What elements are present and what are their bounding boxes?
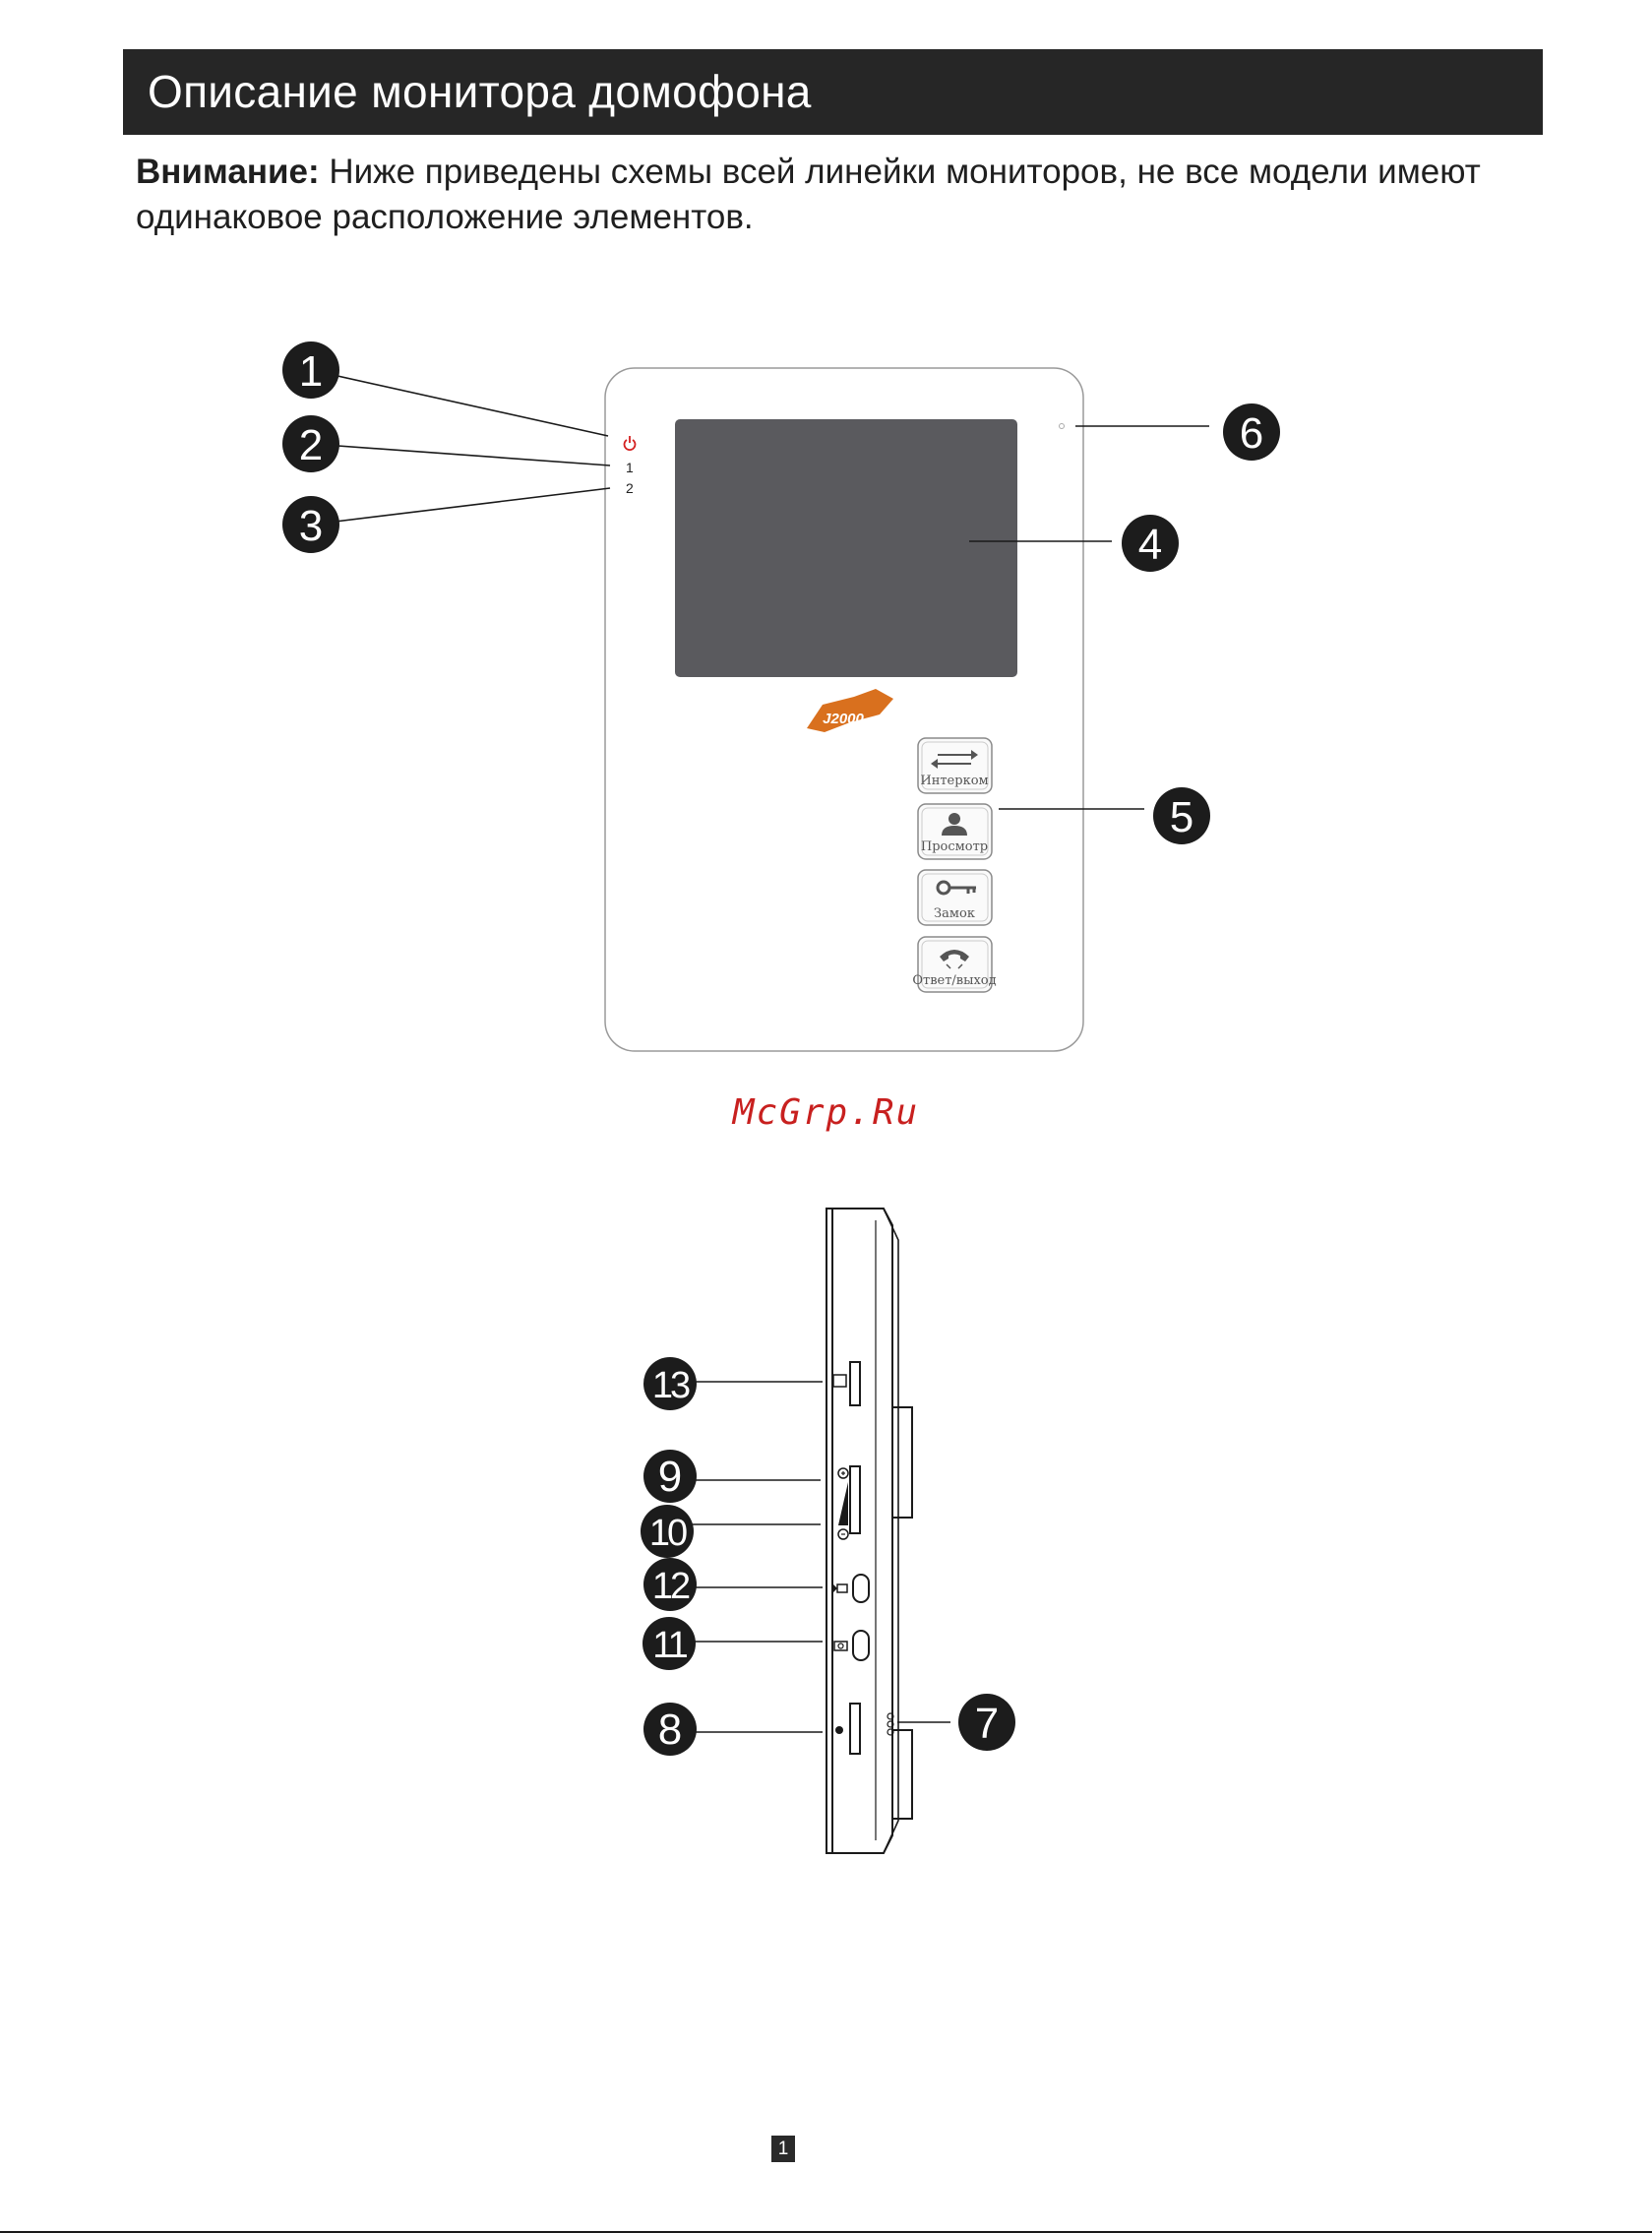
monitor-screen	[675, 419, 1017, 677]
minus-icon	[838, 1529, 848, 1539]
volume-control[interactable]	[838, 1466, 860, 1539]
button-view-label: Просмотр	[921, 839, 988, 854]
callout-7: 7	[958, 1694, 1015, 1751]
button-intercom-label: Интерком	[920, 774, 988, 788]
callout-3: 3	[282, 496, 339, 553]
callout-12: 12	[643, 1558, 697, 1611]
svg-text:2: 2	[299, 421, 323, 469]
svg-text:10: 10	[649, 1513, 687, 1554]
svg-text:11: 11	[652, 1625, 687, 1666]
plus-icon	[838, 1468, 848, 1478]
svg-text:8: 8	[658, 1706, 682, 1754]
camera-icon	[834, 1642, 847, 1650]
button-view[interactable]: Просмотр	[918, 804, 992, 859]
led-label-1: 1	[626, 460, 634, 475]
photo-button[interactable]	[834, 1631, 869, 1660]
button-answer-exit[interactable]: Ответ/выход	[912, 937, 996, 992]
callout-5: 5	[1153, 787, 1210, 844]
svg-text:5: 5	[1170, 793, 1193, 841]
callout-13: 13	[643, 1357, 697, 1410]
callout-6: 6	[1223, 403, 1280, 461]
callout-1: 1	[282, 341, 339, 399]
monitor-side-body	[826, 1209, 912, 1853]
svg-text:4: 4	[1138, 521, 1162, 569]
video-record-button[interactable]	[833, 1575, 869, 1602]
video-camera-icon	[833, 1584, 847, 1592]
brand-logo-text: J2000	[823, 711, 864, 727]
brightness-icon	[835, 1726, 843, 1734]
page-number: 1	[771, 2136, 795, 2162]
svg-text:7: 7	[975, 1700, 999, 1748]
callout-2: 2	[282, 415, 339, 472]
callout-4: 4	[1122, 515, 1179, 572]
button-lock-label: Замок	[934, 906, 975, 921]
callout-8: 8	[643, 1703, 697, 1756]
button-lock[interactable]: Замок	[918, 870, 992, 925]
button-answer-exit-label: Ответ/выход	[912, 973, 996, 988]
front-view-diagram: 1 2 J2000 Интерком Просмотр	[0, 0, 1652, 1083]
callout-11: 11	[642, 1617, 696, 1670]
button-intercom[interactable]: Интерком	[918, 738, 992, 793]
callout-10: 10	[641, 1505, 694, 1558]
watermark-text: McGrp.Ru	[0, 1092, 1652, 1133]
callout-9: 9	[643, 1450, 697, 1503]
svg-text:1: 1	[299, 347, 323, 396]
svg-text:13: 13	[652, 1365, 690, 1406]
volume-ramp-icon	[838, 1482, 848, 1525]
sd-card-icon	[833, 1375, 846, 1387]
brightness-control[interactable]	[835, 1704, 860, 1754]
svg-text:12: 12	[652, 1566, 690, 1607]
sd-card-slot[interactable]	[833, 1362, 860, 1405]
svg-text:9: 9	[658, 1453, 682, 1501]
led-label-2: 2	[626, 480, 634, 496]
svg-text:3: 3	[299, 502, 323, 550]
side-leader-lines	[670, 1382, 950, 1732]
speaker-grille	[887, 1713, 893, 1735]
svg-text:6: 6	[1240, 409, 1263, 458]
